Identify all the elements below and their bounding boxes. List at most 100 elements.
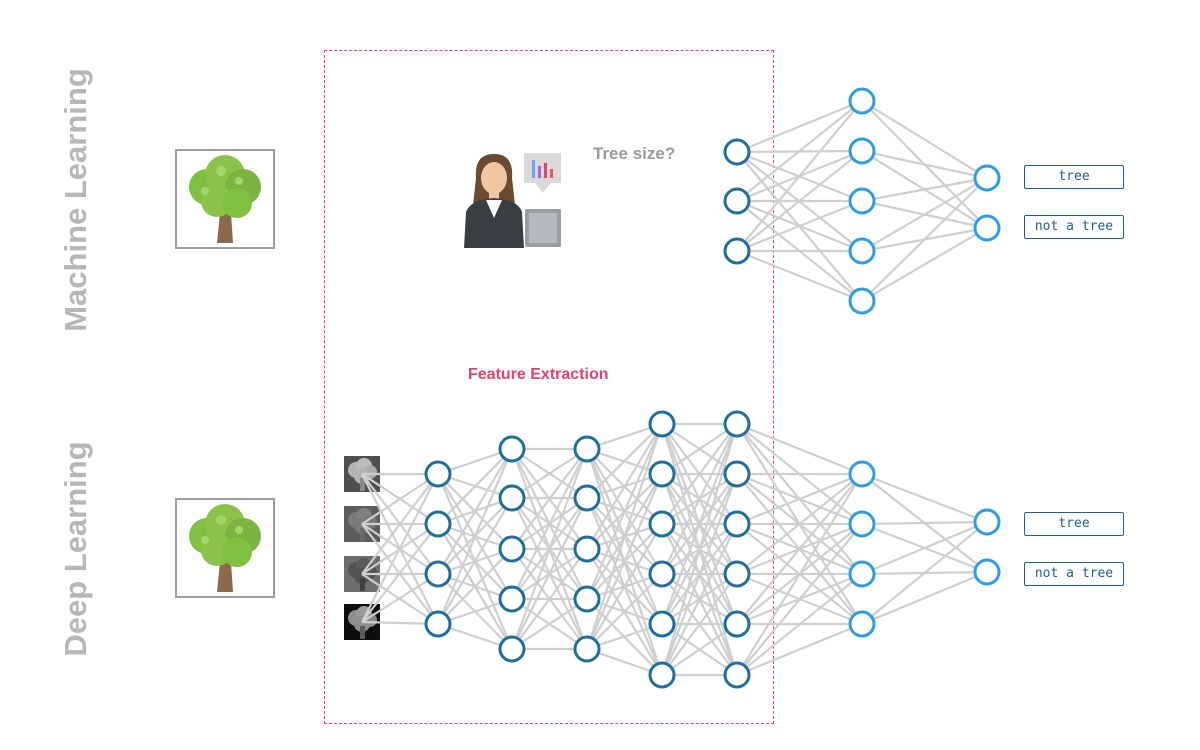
dl-edge xyxy=(361,573,439,623)
ml-node xyxy=(848,287,876,315)
dl-edge xyxy=(361,473,439,525)
dl-edge xyxy=(511,448,588,499)
ml-edge xyxy=(736,249,863,303)
dl-edge xyxy=(361,473,439,575)
ml-edge xyxy=(861,227,988,302)
dl-edge xyxy=(511,497,588,650)
dl-edge xyxy=(861,520,988,576)
dl-edge xyxy=(511,448,588,550)
dl-node xyxy=(648,510,676,538)
dl-node xyxy=(848,560,876,588)
dl-node xyxy=(973,508,1001,536)
feature-extraction-label: Feature Extraction xyxy=(468,366,609,383)
dl-edge xyxy=(736,523,863,676)
dl-edge xyxy=(661,423,738,575)
dl-edge xyxy=(586,573,663,650)
dl-node xyxy=(723,610,751,638)
ml-edge xyxy=(736,199,863,253)
dl-edge xyxy=(861,570,988,626)
ml-node xyxy=(848,187,876,215)
dl-edge xyxy=(736,473,863,625)
dl-output-not-a-tree: not a tree xyxy=(1024,562,1124,586)
ml-edge xyxy=(736,100,863,202)
ml-node xyxy=(723,138,751,166)
dl-edge xyxy=(736,622,863,677)
dl-node xyxy=(723,460,751,488)
dl-node xyxy=(498,635,526,663)
dl-edge xyxy=(661,623,738,676)
ml-edge xyxy=(861,100,988,179)
dl-edge xyxy=(585,423,664,600)
laptop-icon xyxy=(524,208,562,253)
dl-node xyxy=(424,510,452,538)
dl-node xyxy=(424,460,452,488)
ml-edge xyxy=(861,149,988,180)
ml-node xyxy=(973,214,1001,242)
dl-node xyxy=(723,560,751,588)
dl-edge xyxy=(661,423,738,525)
ml-node xyxy=(723,187,751,215)
ml-edge xyxy=(861,177,988,302)
ml-output-not-a-tree: not a tree xyxy=(1024,215,1124,239)
dl-node xyxy=(723,410,751,438)
ml-node xyxy=(848,237,876,265)
dl-edge xyxy=(661,423,738,475)
dl-edge xyxy=(861,472,988,524)
dl-edge xyxy=(511,598,588,650)
dl-edge xyxy=(736,472,863,526)
dl-node xyxy=(848,610,876,638)
dl-node xyxy=(498,585,526,613)
dl-node xyxy=(648,460,676,488)
tree-icon xyxy=(189,504,261,592)
dl-edge xyxy=(511,548,588,650)
dl-edge xyxy=(437,497,513,625)
dl-edge xyxy=(661,573,738,676)
feature-extraction-box xyxy=(324,50,774,724)
dl-edge xyxy=(586,423,663,499)
dl-node xyxy=(648,410,676,438)
dl-edge xyxy=(736,573,863,676)
tree-icon xyxy=(189,155,261,243)
dl-node xyxy=(573,535,601,563)
dl-output-tree: tree xyxy=(1024,512,1124,536)
dl-node xyxy=(648,610,676,638)
dl-edge xyxy=(736,473,863,575)
network-nodes xyxy=(424,87,1001,689)
dl-node xyxy=(648,560,676,588)
dl-edge xyxy=(361,523,439,623)
dl-edge xyxy=(361,473,439,623)
dl-node xyxy=(573,635,601,663)
businesswoman-icon xyxy=(462,150,526,255)
dl-node xyxy=(498,535,526,563)
ml-edge xyxy=(736,100,863,252)
dl-edge xyxy=(437,448,513,525)
ml-input-tree xyxy=(175,149,275,249)
ml-edge xyxy=(861,177,988,252)
dl-edge xyxy=(511,448,588,600)
dl-edge xyxy=(437,548,513,625)
ml-edge xyxy=(736,99,863,154)
dl-edge xyxy=(436,448,514,625)
dl-node xyxy=(973,558,1001,586)
dl-edge xyxy=(510,448,589,650)
dl-edge xyxy=(660,473,739,676)
dl-edge xyxy=(660,423,739,676)
ml-node xyxy=(848,87,876,115)
dl-node xyxy=(573,585,601,613)
dl-edge xyxy=(861,520,988,526)
ml-edge xyxy=(736,150,863,252)
dl-node xyxy=(424,610,452,638)
dl-node xyxy=(573,435,601,463)
ml-edge xyxy=(861,176,988,203)
bar-chart-icon xyxy=(523,152,563,199)
dl-edge xyxy=(736,473,863,676)
dl-edge xyxy=(661,523,738,676)
dl-node xyxy=(848,510,876,538)
dl-node xyxy=(848,460,876,488)
dl-node xyxy=(723,510,751,538)
dl-edge xyxy=(660,423,739,625)
dl-edge xyxy=(861,521,988,625)
ml-node xyxy=(848,137,876,165)
dl-input-tree xyxy=(175,498,275,598)
